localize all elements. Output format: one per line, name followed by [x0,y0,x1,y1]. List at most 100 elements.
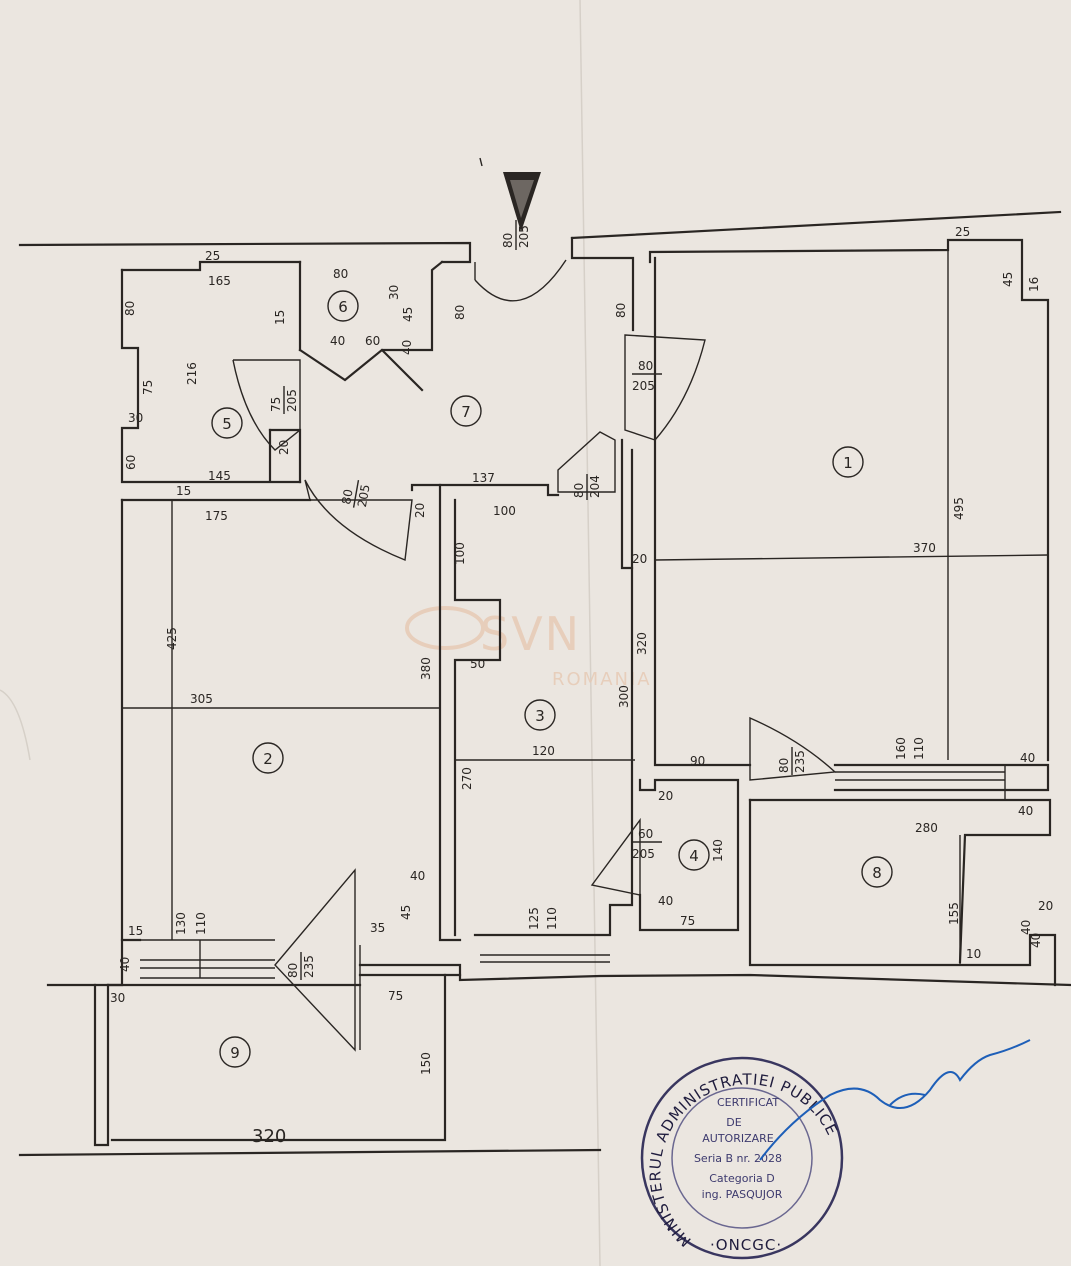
svg-text:2: 2 [263,750,273,768]
room-1-walls [653,250,1050,800]
svg-text:40: 40 [1019,920,1033,935]
watermark-brand: SVN [480,607,581,661]
room-7-label: 7 [450,395,482,427]
paper-fold-line-left [0,689,31,761]
svg-text:4: 4 [689,847,699,865]
svg-text:110: 110 [912,737,926,760]
room-1-label: 1 [832,446,864,478]
stamp-line-2: DE [726,1116,741,1129]
svg-text:204: 204 [588,475,602,498]
svg-text:270: 270 [460,767,474,790]
svg-text:50: 50 [470,657,485,671]
svg-text:320: 320 [635,632,649,655]
svg-text:20: 20 [632,552,647,566]
svg-text:45: 45 [401,307,415,322]
svg-text:110: 110 [545,907,559,930]
room-8-walls [748,798,1057,987]
svg-text:205: 205 [517,225,531,248]
svg-text:25: 25 [205,249,220,263]
svg-text:5: 5 [222,415,232,433]
door-9-size: 80 235 [286,952,316,980]
svg-text:80: 80 [777,758,791,773]
svg-text:40: 40 [118,957,132,972]
svg-text:300: 300 [617,685,631,708]
room-9-label: 9 [219,1036,251,1068]
north-arrow-icon [479,157,541,232]
svg-text:20: 20 [658,789,673,803]
svg-text:235: 235 [302,955,316,978]
svg-text:60: 60 [638,827,653,841]
svg-text:165: 165 [208,274,231,288]
svg-text:75: 75 [680,914,695,928]
watermark-swoosh-icon [405,606,485,650]
svg-text:60: 60 [365,334,380,348]
svg-text:15: 15 [273,310,287,325]
svg-text:30: 30 [387,285,401,300]
svg-text:130: 130 [174,912,188,935]
svg-text:425: 425 [165,627,179,650]
svg-text:40: 40 [330,334,345,348]
svg-text:80: 80 [614,303,628,318]
svg-text:155: 155 [947,902,961,925]
svg-text:20: 20 [277,440,291,455]
svg-text:110: 110 [194,912,208,935]
svg-text:15: 15 [128,924,143,938]
svg-text:80: 80 [339,488,355,505]
svg-text:6: 6 [338,298,348,316]
svg-text:380: 380 [419,657,433,680]
svg-text:3: 3 [535,707,545,725]
svg-text:75: 75 [141,380,155,395]
room-9-walls [18,973,602,1157]
svg-text:1: 1 [843,454,853,472]
svg-text:9: 9 [230,1044,240,1062]
svg-text:45: 45 [399,905,413,920]
svg-text:90: 90 [690,754,705,768]
svg-text:40: 40 [1018,804,1033,818]
door-swings [232,259,837,1052]
stamp-outer-ring [640,1056,844,1260]
svg-text:80: 80 [286,963,300,978]
svg-text:20: 20 [413,503,427,518]
svg-text:75: 75 [388,989,403,1003]
door-entry-size: 80 205 [501,220,531,250]
svg-text:320: 320 [252,1126,286,1147]
exterior-walls [18,210,1062,762]
door-5-size: 75 205 [269,386,299,414]
svg-text:15: 15 [176,484,191,498]
svg-text:30: 30 [128,411,143,425]
svg-text:160: 160 [894,737,908,760]
svg-text:20: 20 [1038,899,1053,913]
svg-text:35: 35 [370,921,385,935]
room-labels: 1 2 3 4 5 6 7 8 9 [211,290,893,1068]
door-sizes: 80 205 80 205 75 205 80 205 80 204 80 23… [269,220,807,980]
paper-fold-line [579,0,601,1266]
svg-text:370: 370 [913,541,936,555]
bottom-windows [46,934,1071,987]
dimension-labels: 25 25 165 80 80 80 80 145 175 137 100 10… [110,225,1053,1147]
door-3-size: 80 204 [572,474,602,500]
stamp-bottom-text: ·ONCGC· [710,1236,782,1254]
svg-text:60: 60 [124,455,138,470]
door-1-8-size: 80 235 [777,747,807,775]
svg-text:40: 40 [400,340,414,355]
door-4-size: 60 205 [632,827,662,861]
room-8-label: 8 [861,856,893,888]
svg-text:80: 80 [123,301,137,316]
svg-text:80: 80 [333,267,348,281]
svg-text:150: 150 [419,1052,433,1075]
svg-text:8: 8 [872,864,882,882]
door-7-1-size: 80 205 [632,359,662,393]
stamp-line-4: Seria B nr. 2028 [694,1152,782,1165]
svg-text:495: 495 [952,497,966,520]
svg-text:40: 40 [1029,933,1043,948]
svg-text:40: 40 [410,869,425,883]
signature [759,1039,1031,1161]
svg-text:25: 25 [955,225,970,239]
svg-text:137: 137 [472,471,495,485]
svg-text:305: 305 [190,692,213,706]
svg-text:125: 125 [527,907,541,930]
svg-text:80: 80 [501,233,515,248]
room-4-walls [638,778,740,932]
